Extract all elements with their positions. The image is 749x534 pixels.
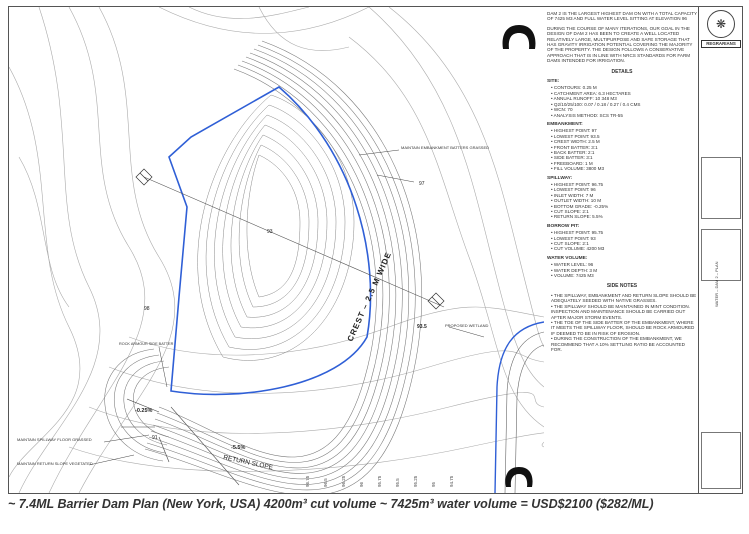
list-item: OUTLET WIDTH: 10 M (551, 198, 697, 203)
goal-note: DURING THE COURSE OF MANY ITERATIONS, OU… (547, 25, 693, 64)
batters-note: MAINTAIN EMBANKMENT BATTERS GRASSED (401, 145, 489, 150)
spillway-grade-label: -0.25% (135, 408, 153, 414)
list-item: THE TOE OF THE SIDE BATTER OF THE EMBANK… (551, 320, 697, 336)
spillway (104, 348, 170, 462)
tick-label: 95.5 (395, 478, 400, 487)
list-item: ANNUAL RUNOFF: 10 348 M3 (551, 96, 697, 101)
list-item: VOLUME: 7425 M3 (551, 273, 697, 278)
list-item: Q2/10/25/100: 0.07 / 0.18 / 0.27 / 0.4 C… (551, 102, 697, 107)
embankment-heading: EMBANKMENT: (547, 121, 583, 127)
list-item: CUT SLOPE: 2:1 (551, 241, 697, 246)
survey-marker-nw (135, 168, 153, 186)
bottom-elevation-ticks: 96.75 96.5 96.25 96 95.75 95.5 95.25 95 … (305, 475, 454, 487)
section-lines (143, 176, 445, 486)
spot-elevation: 93 (267, 229, 273, 235)
tick-label: 96.25 (341, 475, 346, 487)
tick-label: 95 (431, 481, 436, 487)
return-slope-label: RETURN SLOPE (223, 454, 275, 471)
return-vegetated-note: MAINTAIN RETURN SLOPE VEGETATED (17, 461, 93, 466)
terrain-contours (9, 7, 544, 493)
list-item: CATCHMENT AREA: 6.3 HECTARES (551, 91, 697, 96)
leader-lines (88, 149, 485, 466)
list-item: DURING THE CONSTRUCTION OF THE EMBANKMEN… (551, 336, 697, 352)
north-arrow-lower-icon (505, 467, 533, 487)
title-block: ❋ REGRARIANS WATER – DAM 2 – PLAN (698, 7, 742, 493)
side-notes-list: THE SPILLWAY, EMBANKMENT AND RETURN SLOP… (547, 293, 697, 352)
list-item: CREST WIDTH: 2.5 M (551, 139, 697, 144)
spot-elevation: 93.5 (417, 324, 427, 330)
project-box (701, 229, 741, 281)
list-item: FREEBOARD: 1 M (551, 161, 697, 166)
north-arrow-icon (502, 25, 536, 49)
list-item: HIGHEST POINT: 95.75 (551, 230, 697, 235)
wetland-outline (504, 331, 544, 493)
rock-armour-note: ROCK ARMOUR SIDE BATTER (119, 342, 174, 346)
intro-note: DAM 2 IS THE LARGEST HIGHEST DAM ON WITH… (547, 11, 698, 22)
side-notes-heading: SIDE NOTES (606, 283, 638, 290)
brand-name: REGRARIANS (701, 40, 741, 49)
survey-marker-e (427, 292, 445, 310)
borrow-pit-list: HIGHEST POINT: 95.75 LOWEST POINT: 93 CU… (547, 230, 697, 252)
list-item: THE SPILLWAY, EMBANKMENT AND RETURN SLOP… (551, 293, 697, 304)
water-volume-list: WATER LEVEL: 96 WATER DEPTH: 3 M VOLUME:… (547, 262, 697, 278)
list-item: THE SPILLWAY SHOULD BE MAINTAINED IN MIN… (551, 304, 697, 320)
list-item: CUT VOLUME: 4200 M3 (551, 246, 697, 251)
regrarians-logo-icon: ❋ (707, 10, 735, 38)
tick-label: 96 (359, 481, 364, 487)
list-item: HIGHEST POINT: 97 (551, 128, 697, 133)
image-caption: ~ 7.4ML Barrier Dam Plan (New York, USA)… (8, 497, 654, 511)
list-item: ANALYSIS METHOD: SCS TR-55 (551, 113, 697, 118)
list-item: BACK BATTER: 2:1 (551, 150, 697, 155)
list-item: LOWEST POINT: 93 (551, 236, 697, 241)
revision-box (701, 157, 741, 219)
spillway-list: HIGHEST POINT: 96.75 LOWEST POINT: 96 IN… (547, 182, 697, 220)
spot-elevation: 91 (152, 435, 158, 441)
tick-label: 95.75 (377, 475, 382, 487)
list-item: WCN: 70 (551, 107, 697, 112)
tick-label: 95.25 (413, 475, 418, 487)
dam-plan-drawing: 96.75 96.5 96.25 96 95.75 95.5 95.25 95 … (9, 7, 544, 493)
embankment-contours (144, 40, 423, 493)
design-notes-panel: DAM 2 IS THE LARGEST HIGHEST DAM ON WITH… (547, 7, 697, 493)
list-item: LOWEST POINT: 93.5 (551, 134, 697, 139)
list-item: CONTOURS: 0.25 M (551, 85, 697, 90)
drawing-number-box (701, 432, 741, 489)
list-item: SIDE BATTER: 3:1 (551, 155, 697, 160)
site-list: CONTOURS: 0.25 M CATCHMENT AREA: 6.3 HEC… (547, 85, 697, 117)
list-item: WATER LEVEL: 96 (551, 262, 697, 267)
spillway-section-lines (121, 398, 170, 463)
drawing-sheet: 96.75 96.5 96.25 96 95.75 95.5 95.25 95 … (8, 6, 743, 494)
list-item: WATER DEPTH: 3 M (551, 268, 697, 273)
spillway-floor-note: MAINTAIN SPILLWAY FLOOR GRASSED (17, 437, 92, 442)
tick-label: 94.75 (449, 475, 454, 487)
spillway-heading: SPILLWAY: (547, 175, 573, 181)
list-item: HIGHEST POINT: 96.75 (551, 182, 697, 187)
borrow-pit-heading: BORROW PIT: (547, 223, 580, 229)
return-grade-label: -5.5% (231, 445, 245, 451)
sheet-title: WATER – DAM 2 – PLAN (714, 261, 719, 307)
embankment-list: HIGHEST POINT: 97 LOWEST POINT: 93.5 CRE… (547, 128, 697, 171)
spot-elevation: 98 (144, 306, 150, 312)
tick-label: 96.5 (323, 478, 328, 487)
spot-elevation: 97 (419, 181, 425, 187)
list-item: CUT SLOPE: 2:1 (551, 209, 697, 214)
list-item: LOWEST POINT: 96 (551, 187, 697, 192)
details-heading: DETAILS (611, 68, 633, 75)
reservoir-contours (197, 94, 355, 361)
wetland-water-line (494, 321, 544, 493)
list-item: FILL VOLUME: 3800 M3 (551, 166, 697, 171)
tick-label: 96.75 (305, 475, 310, 487)
list-item: INLET WIDTH: 7 M (551, 193, 697, 198)
list-item: BOTTOM GRADE: -0.25% (551, 204, 697, 209)
wetland-note: PROPOSED WETLAND (445, 323, 488, 328)
list-item: RETURN SLOPE: 5.5% (551, 214, 697, 219)
water-volume-heading: WATER VOLUME: (547, 255, 588, 261)
list-item: FRONT BATTER: 3:1 (551, 145, 697, 150)
water-level-line (168, 86, 372, 396)
site-heading: SITE: (547, 79, 560, 85)
